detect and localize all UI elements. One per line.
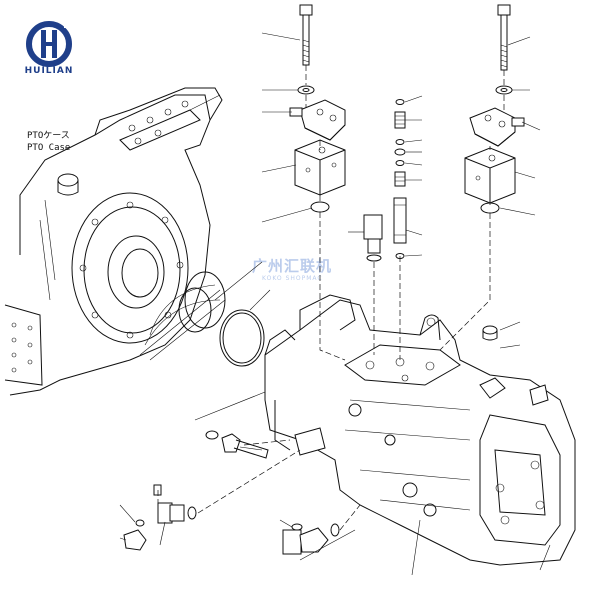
- pto-case-drawing: [4, 87, 223, 396]
- huilian-logo-icon: [26, 21, 72, 67]
- coupling-drawing: [139, 271, 226, 361]
- pto-case-label-jp: PTOケース: [27, 131, 70, 141]
- assembly-lines: [157, 65, 505, 531]
- pressure-sensor: [363, 214, 383, 262]
- washer-left: [297, 85, 315, 95]
- pto-case-label-en: PTO Case: [27, 143, 71, 153]
- small-parts-column: [393, 99, 407, 259]
- flange-block-right: [469, 107, 525, 147]
- flange-block-left: [289, 99, 346, 141]
- leader-lines: [119, 32, 551, 576]
- valve-block-right: [464, 147, 516, 204]
- bolt-lower: [205, 430, 269, 459]
- bolt-left: [299, 4, 313, 66]
- o-ring-left: [310, 201, 330, 213]
- fitting-lower-left: [123, 484, 197, 551]
- washer-right: [495, 85, 513, 95]
- watermark-cn: 广州汇联机: [252, 257, 333, 275]
- valve-block-left: [294, 139, 346, 196]
- o-ring-large: [219, 309, 265, 367]
- fitting-lower-center: [282, 523, 340, 555]
- brand-name: HUILIAN: [24, 66, 74, 76]
- main-pump: [264, 294, 576, 566]
- bolt-right: [497, 4, 511, 71]
- watermark-en: KOKO SHOPMAC: [262, 275, 323, 282]
